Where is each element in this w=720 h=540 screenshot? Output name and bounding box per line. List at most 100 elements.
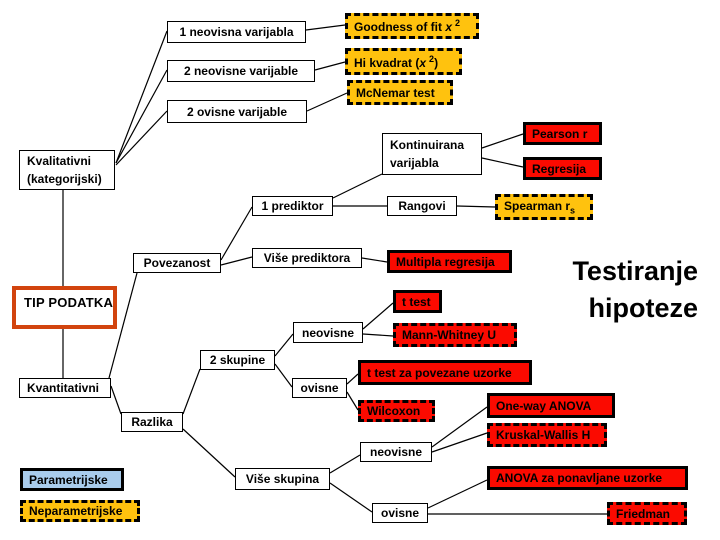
connector-line: [431, 432, 488, 453]
node-label: 1 neovisna varijabla: [179, 25, 294, 39]
node-label: t test za povezane uzorke: [367, 365, 512, 380]
node-label: TIP PODATKA: [24, 295, 114, 310]
connector-line: [115, 110, 168, 166]
node-regresija: Regresija: [523, 157, 602, 180]
node-neovisne-2-skupine: neovisne: [293, 322, 363, 343]
connector-line: [220, 206, 253, 261]
node-label: Pearson r: [532, 126, 588, 141]
slide-title-line2: hipoteze: [588, 292, 698, 323]
connector-line: [362, 333, 394, 337]
node-mcnemar-test: McNemar test: [347, 80, 453, 105]
node-label: Wilcoxon: [367, 404, 421, 418]
node-rangovi: Rangovi: [387, 196, 457, 216]
node-ovisne-vise-skupina: ovisne: [372, 503, 428, 523]
node-t-test: t test: [393, 290, 442, 313]
node-label: 1 prediktor: [261, 199, 324, 213]
node-friedman: Friedman: [607, 502, 687, 525]
node-1-neovisna-varijabla: 1 neovisna varijabla: [167, 21, 306, 43]
connector-line: [182, 428, 236, 478]
node-label: Kvantitativni: [27, 381, 100, 395]
node-povezanost: Povezanost: [133, 253, 221, 273]
node-anova-ponavljani-uzorci: ANOVA za ponavljane uzorke: [487, 466, 688, 490]
node-kvalitativni: Kvalitativni (kategorijski): [19, 150, 115, 190]
node-label: Spearman rs: [504, 198, 576, 216]
connector-line: [346, 391, 359, 411]
slide-title: Testiranje hipoteze: [572, 253, 698, 326]
node-label: neovisne: [369, 445, 423, 459]
node-1-prediktor: 1 prediktor: [252, 196, 333, 216]
node-label: Parametrijske: [29, 472, 108, 487]
node-t-test-povezani-uzorci: t test za povezane uzorke: [358, 360, 532, 385]
node-label: Više skupina: [245, 472, 320, 486]
node-label-line2: (kategorijski): [27, 172, 102, 186]
node-pearson-r: Pearson r: [523, 122, 602, 145]
connector-line: [220, 256, 253, 266]
node-label-line1: Kontinuirana: [390, 138, 464, 152]
node-label: Razlika: [131, 415, 173, 429]
node-label: t test: [402, 294, 431, 309]
connector-line: [346, 373, 359, 385]
node-label: ovisne: [380, 506, 419, 520]
node-label: One-way ANOVA: [496, 398, 592, 413]
connector-line: [431, 406, 488, 448]
node-kruskal-wallis-h: Kruskal-Wallis H: [487, 423, 607, 447]
connector-line: [481, 133, 524, 149]
connector-line: [427, 479, 488, 509]
connector-line: [332, 173, 383, 199]
node-vise-skupina: Više skupina: [235, 468, 330, 490]
node-label: Povezanost: [143, 256, 211, 270]
node-label: Regresija: [532, 161, 587, 176]
node-label: Mann-Whitney U: [402, 328, 496, 342]
node-label: 2 ovisne varijable: [186, 104, 288, 119]
connector-line: [115, 30, 168, 164]
connector-line: [274, 363, 293, 388]
node-label: McNemar test: [356, 85, 435, 100]
node-tip-podatka: TIP PODATKA: [12, 286, 117, 329]
node-razlika: Razlika: [121, 412, 183, 432]
node-2-skupine: 2 skupine: [200, 350, 275, 370]
node-2-ovisne-varijable: 2 ovisne varijable: [167, 100, 307, 123]
node-label: 2 neovisne varijable: [183, 64, 299, 78]
connector-line: [108, 272, 138, 379]
legend-neparametrijske: Neparametrijske: [20, 500, 140, 522]
connector-line: [329, 482, 373, 513]
connector-line: [182, 368, 201, 415]
node-vise-prediktora: Više prediktora: [252, 248, 362, 268]
connector-line: [274, 333, 294, 357]
slide-title-line1: Testiranje: [572, 256, 698, 286]
node-label-line2: varijabla: [390, 156, 439, 170]
node-label: Rangovi: [398, 199, 446, 213]
node-multipla-regresija: Multipla regresija: [387, 250, 512, 273]
node-kvantitativni: Kvantitativni: [19, 378, 111, 398]
node-label: 2 skupine: [209, 353, 266, 367]
node-label: Multipla regresija: [396, 254, 495, 269]
connector-line: [110, 385, 122, 415]
node-label: ANOVA za ponavljane uzorke: [496, 471, 663, 485]
connector-line: [329, 454, 361, 474]
node-spearman-rs: Spearman rs: [495, 194, 593, 220]
connector-line: [361, 257, 388, 263]
node-label: Friedman: [616, 506, 671, 521]
node-label: Kruskal-Wallis H: [496, 428, 591, 442]
node-neovisne-vise-skupina: neovisne: [360, 442, 432, 462]
node-ovisne-2-skupine: ovisne: [292, 378, 347, 398]
node-wilcoxon: Wilcoxon: [358, 400, 435, 422]
connector-line: [305, 24, 346, 31]
node-label: neovisne: [301, 325, 355, 340]
connector-line: [314, 61, 346, 71]
connector-line: [481, 157, 524, 168]
legend-parametrijske: Parametrijske: [20, 468, 124, 491]
node-label: Više prediktora: [263, 251, 351, 265]
node-2-neovisne-varijable: 2 neovisne varijable: [167, 60, 315, 82]
connector-line: [362, 302, 394, 330]
node-mann-whitney-u: Mann-Whitney U: [393, 323, 517, 347]
connector-line: [306, 92, 348, 112]
connector-line: [456, 205, 496, 208]
connector-line: [115, 69, 168, 164]
